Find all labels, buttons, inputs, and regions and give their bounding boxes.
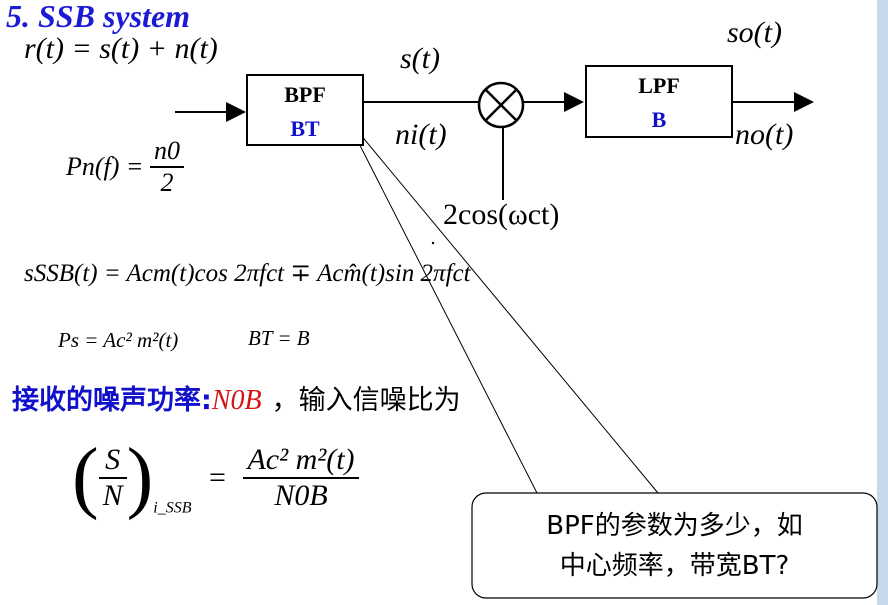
input-snr-equation: ( S N )i_SSB = Ac² m²(t) N0B <box>72 432 359 523</box>
oscillator-label: 2cos(ωct) <box>443 198 560 231</box>
psd-lhs: Pn(f) = <box>66 152 144 181</box>
callout-bubble <box>471 492 878 599</box>
snr-lhs-denominator: N <box>102 478 123 512</box>
output-signal-label: so(t) <box>727 16 782 49</box>
bpf-name: BPF <box>284 82 326 107</box>
noise-power-line: 接收的噪声功率:N0B ，输入信噪比为 <box>12 378 461 417</box>
lpf-bandwidth: B <box>651 107 667 132</box>
noise-power-suffix: ，输入信噪比为 <box>271 385 461 416</box>
callout-pointer-right <box>344 115 659 494</box>
callout-pointer-left <box>344 115 538 494</box>
noise-power-label: 接收的噪声功率: <box>12 385 212 416</box>
bandwidth-equation: BT = B <box>248 326 310 350</box>
lpf-name: LPF <box>638 73 680 98</box>
bpf-bandwidth: BT <box>290 116 320 141</box>
callout-line-2: 中心频率，带宽BT? <box>559 551 790 581</box>
signal-power-equation: Ps = Ac² m²(t) <box>58 328 179 352</box>
psd-denominator: 2 <box>160 168 174 197</box>
bpf-block: BPF BT <box>246 74 364 146</box>
snr-rhs-numerator: Ac² m²(t) <box>243 443 359 479</box>
callout-text: BPF的参数为多少，如 中心频率，带宽BT? <box>472 506 877 586</box>
lpf-block: LPF B <box>585 65 733 138</box>
snr-subscript: i_SSB <box>153 499 192 517</box>
signal-label: s(t) <box>400 42 440 75</box>
page-title: 5. SSB system <box>6 0 191 34</box>
noise-label: ni(t) <box>395 118 447 151</box>
callout-line-1: BPF的参数为多少，如 <box>546 511 803 541</box>
snr-rhs-denominator: N0B <box>274 478 328 512</box>
snr-lhs-numerator: S <box>98 443 127 479</box>
psd-numerator: n0 <box>149 136 184 168</box>
right-border <box>877 0 888 605</box>
ssb-signal-equation: sSSB(t) = Acm(t)cos 2πfct ∓ Acm̂(t)sin 2… <box>24 260 471 287</box>
input-equation: r(t) = s(t) + n(t) <box>24 32 218 65</box>
noise-power-value: N0B <box>211 385 262 416</box>
noise-psd-equation: Pn(f) = n0 2 <box>66 136 184 198</box>
output-noise-label: no(t) <box>735 118 794 151</box>
